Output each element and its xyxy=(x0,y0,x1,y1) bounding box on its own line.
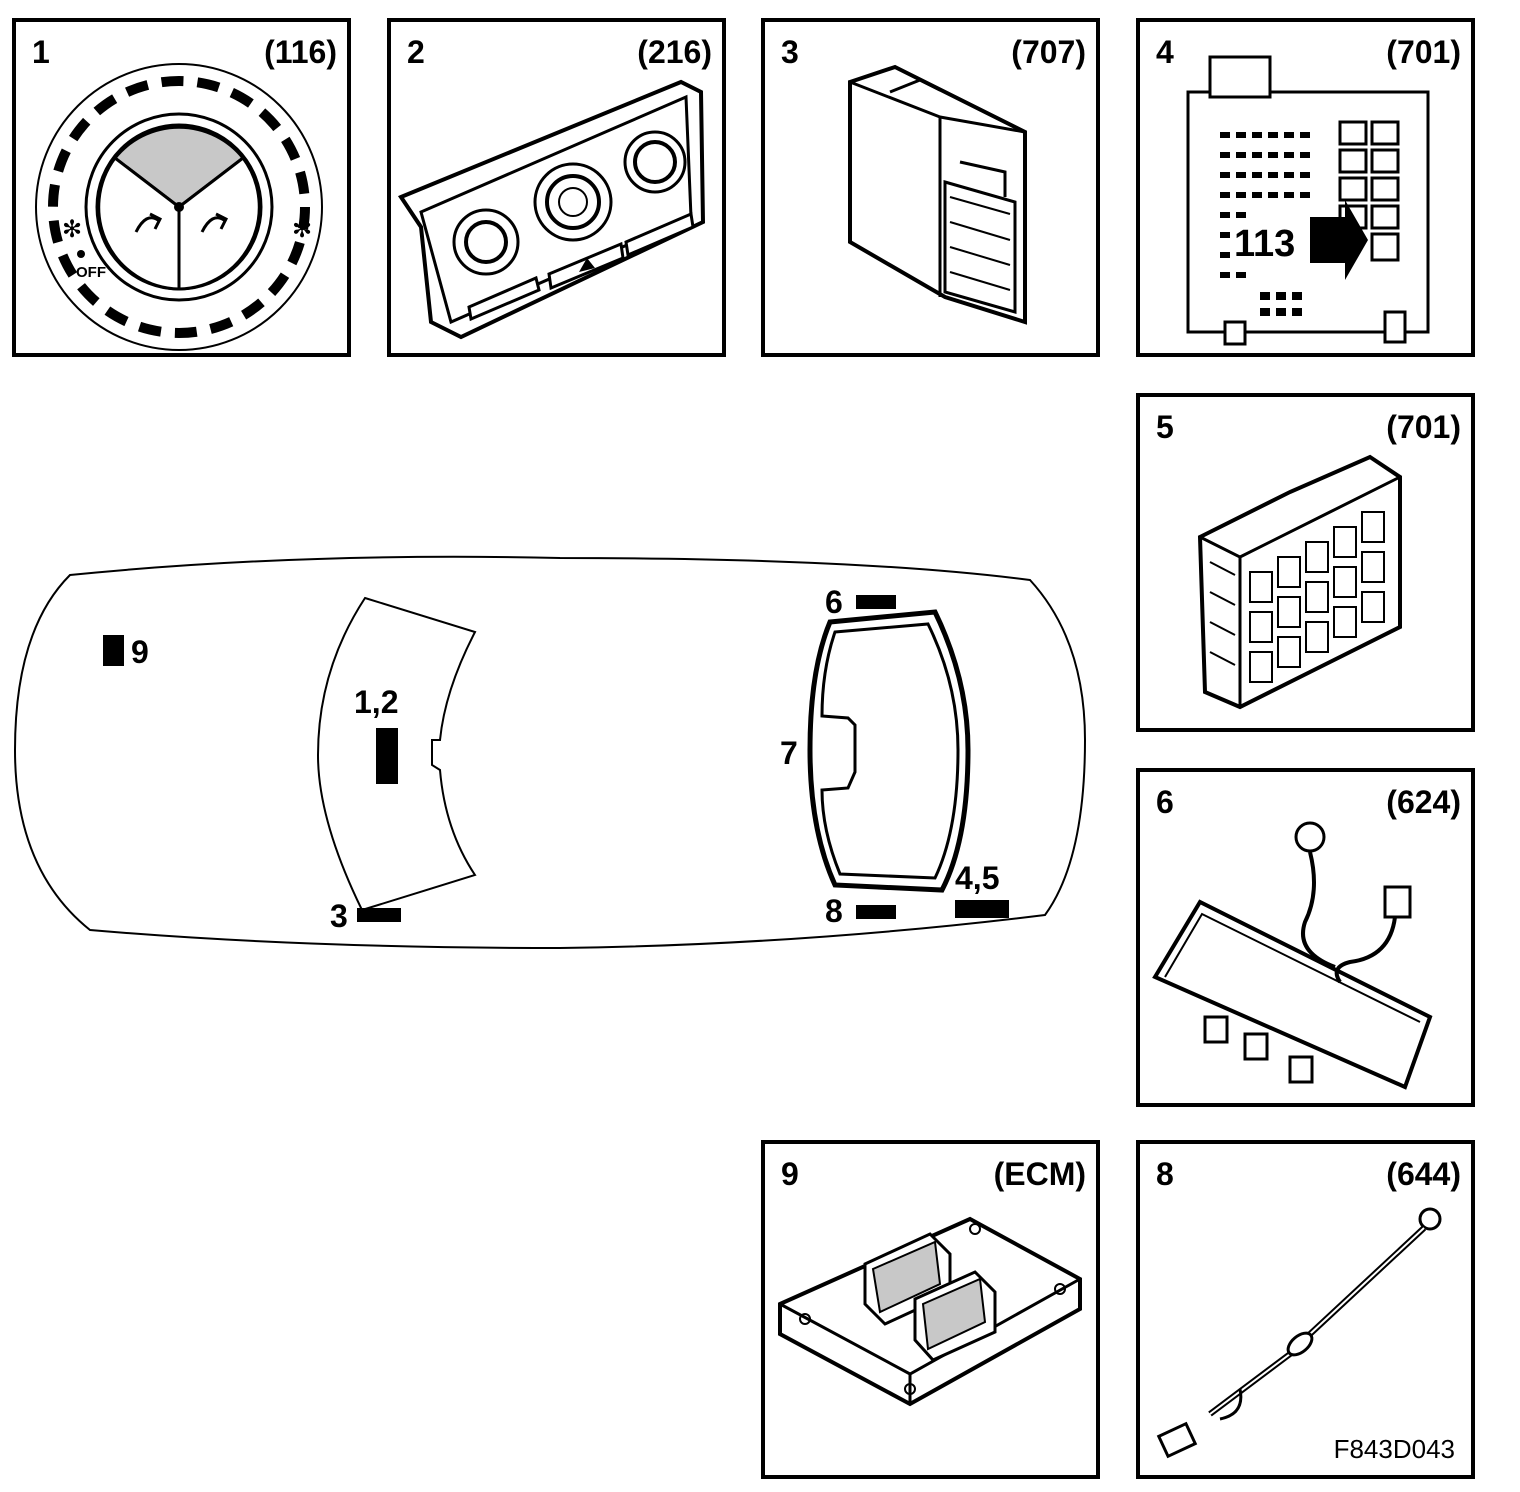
connector-block-icon xyxy=(1197,454,1402,710)
panel-code: (216) xyxy=(637,34,712,70)
panel-number: 9 xyxy=(781,1156,799,1192)
car-label-6: 6 xyxy=(825,584,843,620)
car-label-9: 9 xyxy=(131,634,149,670)
panel-code: (644) xyxy=(1386,1156,1461,1192)
car-label-8: 8 xyxy=(825,893,843,929)
svg-text:✻: ✻ xyxy=(292,215,312,243)
engine-control-module-icon xyxy=(778,1216,1082,1407)
panel-3-control-module: 3 (707) xyxy=(761,18,1100,357)
panel-9-engine-control-module: 9 (ECM) xyxy=(761,1140,1100,1479)
car-label-4-5: 4,5 xyxy=(955,860,1000,896)
panel-number: 4 xyxy=(1156,34,1174,70)
control-module-icon xyxy=(848,64,1027,325)
panel-code: (701) xyxy=(1386,409,1461,445)
panel-number: 5 xyxy=(1156,409,1174,445)
off-label: OFF xyxy=(76,264,106,281)
panel-code: (116) xyxy=(264,34,337,70)
climate-rotary-control-icon: ✻ ✻ xyxy=(35,63,323,351)
panel-number: 6 xyxy=(1156,784,1174,820)
wire-harness-icon xyxy=(1156,1207,1442,1459)
svg-text:✻: ✻ xyxy=(62,215,82,243)
car-label-1-2: 1,2 xyxy=(354,684,399,720)
car-label-7: 7 xyxy=(780,735,798,771)
panel-1-climate-control-knob: 1 (116) ✻ ✻ OFF xyxy=(12,18,351,357)
panel-6-sensor-harness: 6 (624) xyxy=(1136,768,1475,1107)
panel-number: 8 xyxy=(1156,1156,1174,1192)
panel-8-wire-harness: 8 (644) F843D043 xyxy=(1136,1140,1475,1479)
marker-8 xyxy=(856,905,896,919)
marker-1-2 xyxy=(376,728,398,784)
car-label-3: 3 xyxy=(330,898,348,934)
climate-control-panel-icon xyxy=(397,79,706,340)
panel-2-climate-control-panel: 2 (216) xyxy=(387,18,726,357)
panel-4-relay-fuse-board: 4 (701) 113 xyxy=(1136,18,1475,357)
panel-code: (624) xyxy=(1386,784,1461,820)
sensor-harness-icon xyxy=(1152,821,1433,1090)
panel-code: (701) xyxy=(1386,34,1461,70)
relay-number-label: 113 xyxy=(1232,223,1298,265)
marker-4-5 xyxy=(955,900,1009,918)
panel-number: 3 xyxy=(781,34,799,70)
panel-code: (707) xyxy=(1011,34,1086,70)
marker-3 xyxy=(357,908,401,922)
panel-5-connector-block: 5 (701) xyxy=(1136,393,1475,732)
marker-9 xyxy=(103,635,124,666)
panel-number: 1 xyxy=(32,34,50,70)
marker-6 xyxy=(856,595,896,609)
relay-fuse-board-icon xyxy=(1186,55,1430,346)
panel-code: (ECM) xyxy=(993,1156,1086,1192)
car-top-view-outline xyxy=(13,555,1087,950)
panel-number: 2 xyxy=(407,34,425,70)
figure-reference: F843D043 xyxy=(1333,1434,1455,1464)
